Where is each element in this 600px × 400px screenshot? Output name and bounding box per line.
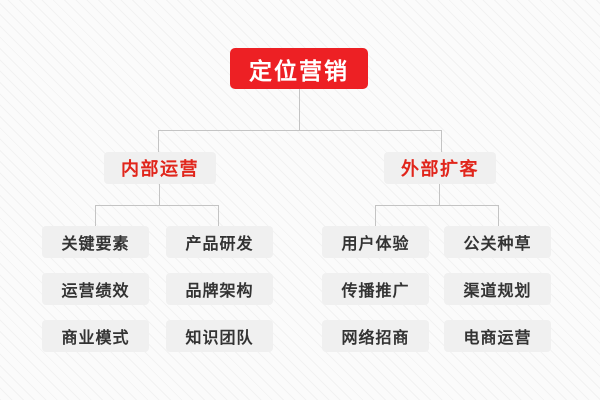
leaf-node-label: 知识团队 — [185, 330, 254, 347]
leaf-node-zhishi-tuandui[interactable]: 知识团队 — [166, 320, 273, 352]
connector-branch-drop-right — [441, 130, 442, 152]
leaf-node-label: 电商运营 — [463, 330, 532, 347]
connector-root-stem — [299, 89, 300, 130]
connector-branch1-stem — [159, 184, 160, 205]
leaf-node-wangluo-zhaoshang[interactable]: 网络招商 — [322, 320, 429, 352]
leaf-node-guanjian-yaosu[interactable]: 关键要素 — [42, 226, 149, 258]
leaf-node-label: 商业模式 — [61, 330, 130, 347]
connector-branch1-bus — [95, 205, 219, 206]
connector-branch2-stem — [439, 184, 440, 205]
leaf-node-dianshang-yunying[interactable]: 电商运营 — [444, 320, 551, 352]
connector-branch2-drop-left — [375, 205, 376, 226]
root-node-label: 定位营销 — [249, 57, 349, 84]
leaf-node-yunying-jixiao[interactable]: 运营绩效 — [42, 273, 149, 305]
leaf-node-label: 产品研发 — [185, 236, 254, 253]
connector-branch-drop-left — [158, 130, 159, 152]
leaf-node-label: 品牌架构 — [185, 283, 254, 300]
leaf-node-yonghu-tiyan[interactable]: 用户体验 — [322, 226, 429, 258]
leaf-node-label: 渠道规划 — [463, 283, 532, 300]
leaf-node-label: 网络招商 — [341, 330, 410, 347]
leaf-node-chuanbo-tuiguang[interactable]: 传播推广 — [322, 273, 429, 305]
leaf-node-pinpai-jiagou[interactable]: 品牌架构 — [166, 273, 273, 305]
leaf-node-chanpin-yanfa[interactable]: 产品研发 — [166, 226, 273, 258]
leaf-node-label: 关键要素 — [61, 236, 130, 253]
connector-branch1-drop-right — [218, 205, 219, 226]
connector-branch2-bus — [375, 205, 499, 206]
connector-branch2-drop-right — [498, 205, 499, 226]
leaf-node-label: 传播推广 — [341, 283, 410, 300]
branch-node-waibu-kuoke[interactable]: 外部扩客 — [384, 152, 496, 184]
leaf-node-gongguan-zhongcao[interactable]: 公关种草 — [444, 226, 551, 258]
leaf-node-label: 公关种草 — [463, 236, 532, 253]
leaf-node-label: 用户体验 — [341, 236, 410, 253]
leaf-node-label: 运营绩效 — [61, 283, 130, 300]
branch-node-neibu-yunying[interactable]: 内部运营 — [104, 152, 216, 184]
connector-branch-bus — [158, 130, 442, 131]
leaf-node-shangye-moshi[interactable]: 商业模式 — [42, 320, 149, 352]
branch-node-label: 外部扩客 — [401, 159, 479, 179]
root-node-dingwei-yingxiao[interactable]: 定位营销 — [230, 48, 368, 89]
leaf-node-qudao-guihua[interactable]: 渠道规划 — [444, 273, 551, 305]
connector-branch1-drop-left — [95, 205, 96, 226]
branch-node-label: 内部运营 — [121, 159, 199, 179]
